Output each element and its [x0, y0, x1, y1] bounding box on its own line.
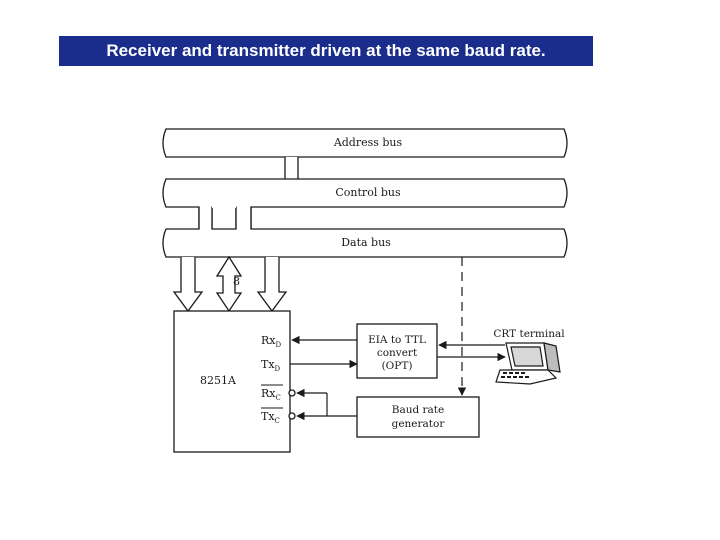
data-double-arrow [215, 255, 243, 313]
address-control-connector [284, 157, 299, 179]
converter-line-2: convert [377, 347, 418, 359]
chip-8251a [173, 310, 291, 453]
data-bus-label: Data bus [341, 236, 391, 249]
baud-rate-generator [356, 396, 480, 438]
pin-txc-label: TxC [261, 410, 280, 425]
control-bus-label: Control bus [335, 186, 401, 199]
address-bus [162, 128, 568, 158]
pin-txd-label: TxD [261, 358, 281, 373]
pin-rxc-label: RxC [261, 387, 281, 402]
converter-line-3: (OPT) [382, 360, 413, 372]
crt-terminal-label: CRT terminal [493, 328, 565, 340]
crt-terminal-icon [495, 342, 561, 385]
txc-inversion-bubble [288, 412, 296, 420]
pin-rxd-label: RxD [261, 334, 282, 349]
left-bus-arrow [172, 257, 204, 313]
eia-ttl-converter [356, 323, 438, 379]
data-width-label: 8 [233, 275, 240, 288]
converter-line-1: EIA to TTL [368, 334, 426, 346]
control-line [198, 206, 252, 230]
address-bus-label: Address bus [333, 136, 403, 149]
slide-title: Receiver and transmitter driven at the s… [59, 36, 593, 66]
generator-line-1: Baud rate [392, 404, 445, 416]
data-bus [162, 228, 568, 258]
rxc-inversion-bubble [288, 389, 296, 397]
right-bus-arrow [256, 257, 288, 313]
chip-label: 8251A [200, 374, 237, 387]
generator-line-2: generator [392, 418, 446, 430]
control-bus [162, 178, 568, 208]
